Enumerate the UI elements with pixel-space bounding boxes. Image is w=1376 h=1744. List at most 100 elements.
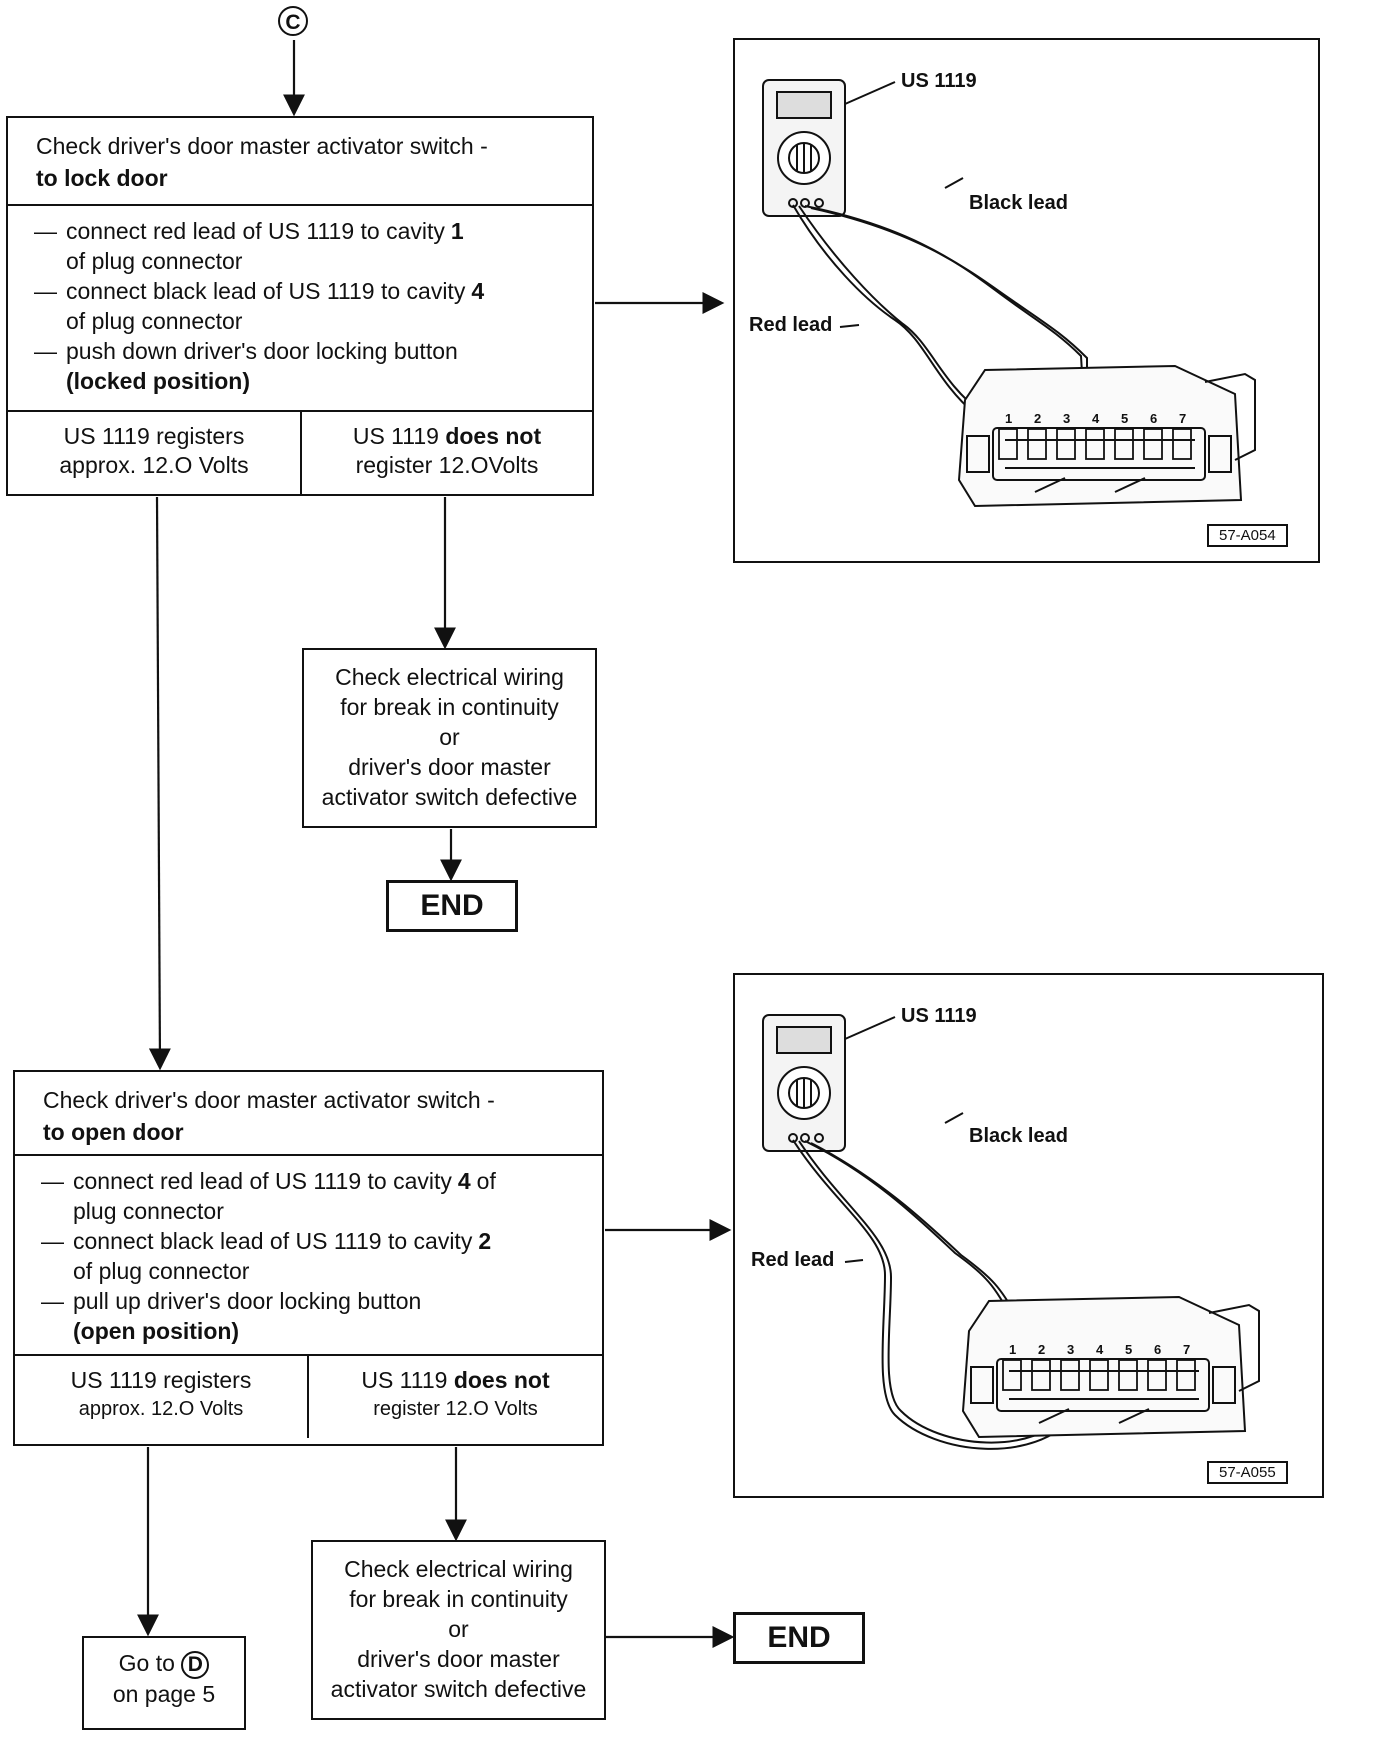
connector-cavity: [1143, 428, 1163, 460]
step-line: of plug connector: [41, 1256, 602, 1286]
connector-cavity: [1002, 1359, 1022, 1391]
title-line-2: to open door: [43, 1119, 184, 1145]
goto-prefix: Go to: [118, 1650, 175, 1676]
check-line-5: activator switch defective: [330, 1676, 587, 1702]
open-door-title: Check driver's door master activator swi…: [15, 1072, 602, 1156]
connector-cavity: [1027, 428, 1047, 460]
lock-door-results: US 1119 registers approx. 12.O Volts US …: [8, 412, 592, 494]
result-yes-line-2: approx. 12.O Volts: [78, 1398, 244, 1420]
connector-cavity: [998, 428, 1018, 460]
step-dash: —: [41, 1288, 64, 1314]
black-lead-label: Black lead: [969, 192, 1068, 214]
red-lead-label: Red lead: [751, 1249, 835, 1271]
step-dash: —: [41, 1228, 64, 1254]
step-dash: —: [34, 218, 57, 244]
pin-number: 6: [1154, 1342, 1161, 1357]
step-dash: [41, 1256, 73, 1286]
step-dash: [34, 246, 66, 276]
result-no-line-2: register 12.OVolts: [355, 452, 539, 478]
title-line-1: Check driver's door master activator swi…: [36, 133, 488, 159]
pin-number: 6: [1150, 411, 1157, 426]
result-no-line-1a: US 1119: [352, 423, 446, 449]
pin-number: 7: [1179, 411, 1186, 426]
connector-cavity: [1089, 1359, 1109, 1391]
figure-ref-label: 57-A054: [1207, 524, 1288, 547]
check-line-3: or: [448, 1616, 469, 1642]
check-line-1: Check electrical wiring: [344, 1556, 573, 1582]
step-bold: (locked position): [66, 368, 250, 394]
result-does-not-register: US 1119 does not register 12.O Volts: [307, 1356, 602, 1438]
step-dash: [41, 1196, 73, 1226]
check-line-5: activator switch defective: [321, 784, 578, 810]
wiring-check-box-2: Check electrical wiring for break in con…: [311, 1540, 606, 1720]
step-line: (locked position): [34, 366, 592, 396]
pin-number: 7: [1183, 1342, 1190, 1357]
check-line-4: driver's door master: [348, 754, 551, 780]
wiring-check-box-1: Check electrical wiring for break in con…: [302, 648, 597, 828]
step-line: of plug connector: [34, 246, 592, 276]
step-text: plug connector: [73, 1198, 224, 1224]
step-text: connect black lead of US 1119 to cavity: [73, 1228, 473, 1254]
connector-cavity: [1118, 1359, 1138, 1391]
pin-number: 2: [1034, 411, 1041, 426]
step-text: push down driver's door locking button: [66, 338, 458, 364]
result-no-line-2: register 12.O Volts: [373, 1398, 538, 1420]
result-registers: US 1119 registers approx. 12.O Volts: [8, 412, 300, 494]
lock-door-title: Check driver's door master activator swi…: [8, 118, 592, 206]
step-bold: 1: [450, 218, 464, 244]
step-text: of plug connector: [66, 308, 243, 334]
step-dash: —: [34, 278, 57, 304]
black-lead-label: Black lead: [969, 1125, 1068, 1147]
check-line-2: for break in continuity: [349, 1586, 568, 1612]
step-line: of plug connector: [34, 306, 592, 336]
pin-number: 5: [1125, 1342, 1132, 1357]
step-line: — connect black lead of US 1119 to cavity…: [41, 1226, 602, 1256]
figure-ref-label: 57-A055: [1207, 1461, 1288, 1484]
step-bold: 4: [457, 1168, 471, 1194]
open-door-results: US 1119 registers approx. 12.O Volts US …: [15, 1356, 602, 1438]
connector-cavity: [1147, 1359, 1167, 1391]
connector-cavity: [1060, 1359, 1080, 1391]
connector-cavity: [1172, 428, 1192, 460]
pin-number: 1: [1009, 1342, 1016, 1357]
pin-number: 5: [1121, 411, 1128, 426]
step-bold: 2: [478, 1228, 492, 1254]
connector-cavity: [1085, 428, 1105, 460]
connector-d: D: [181, 1651, 210, 1679]
check-line-4: driver's door master: [357, 1646, 560, 1672]
step-line: plug connector: [41, 1196, 602, 1226]
step-line: — pull up driver's door locking button: [41, 1286, 602, 1316]
title-line-1: Check driver's door master activator swi…: [43, 1087, 495, 1113]
goto-page-5-box: Go to D on page 5: [82, 1636, 246, 1730]
step-dash: [34, 366, 66, 396]
step-line: (open position): [41, 1316, 602, 1346]
result-no-line-1b: does not: [453, 1367, 550, 1393]
step-bold: (open position): [73, 1318, 240, 1344]
step-text: connect red lead of US 1119 to cavity: [66, 218, 445, 244]
open-door-check-box: Check driver's door master activator swi…: [13, 1070, 604, 1446]
step-text: connect red lead of US 1119 to cavity: [73, 1168, 452, 1194]
pin-number: 2: [1038, 1342, 1045, 1357]
result-no-line-1a: US 1119: [361, 1367, 454, 1393]
result-registers: US 1119 registers approx. 12.O Volts: [15, 1356, 307, 1438]
red-lead-label: Red lead: [749, 314, 833, 336]
check-line-3: or: [439, 724, 460, 750]
connector-cavity: [1056, 428, 1076, 460]
result-no-line-1b: does not: [445, 423, 542, 449]
connector-cavity: [1031, 1359, 1051, 1391]
us1119-label: US 1119: [901, 1005, 977, 1027]
step-text: of plug connector: [73, 1258, 250, 1284]
result-yes-line-1: US 1119 registers: [70, 1367, 252, 1393]
result-does-not-register: US 1119 does not register 12.OVolts: [300, 412, 592, 494]
step-text: pull up driver's door locking button: [73, 1288, 422, 1314]
end-box-1: END: [386, 880, 518, 932]
end-box-2: END: [733, 1612, 865, 1664]
result-yes-line-1: US 1119 registers: [63, 423, 245, 449]
